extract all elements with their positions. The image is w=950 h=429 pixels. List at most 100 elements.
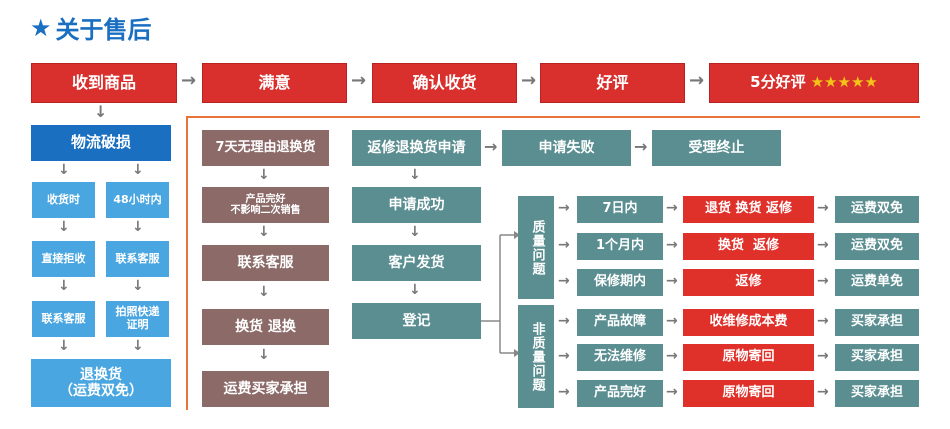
within-48h: 48小时内: [106, 182, 169, 218]
arrow-down-icon: ↓: [132, 338, 144, 354]
arrow-down-icon: ↓: [409, 167, 421, 183]
arrow-right-icon: →: [558, 273, 570, 289]
arrow-down-icon: ↓: [132, 219, 144, 235]
arrow-right-icon: →: [817, 200, 829, 216]
star-icon: ★: [30, 13, 52, 42]
on-receipt: 收货时: [32, 182, 95, 218]
arrow-right-icon: →: [666, 384, 678, 400]
free-one-way: 运费单免: [835, 269, 919, 296]
return-original: 原物寄回: [683, 344, 814, 371]
step-good-review: 好评: [540, 63, 685, 103]
step-satisfied: 满意: [202, 63, 347, 103]
arrow-right-icon: →: [666, 348, 678, 364]
arrow-down-icon: ↓: [58, 278, 70, 294]
title-row: ★ 关于售后: [30, 10, 152, 45]
step-received: 收到商品: [31, 63, 177, 103]
apply-failed: 申请失败: [502, 130, 631, 166]
arrow-right-icon: →: [666, 313, 678, 329]
arrow-down-icon: ↓: [58, 338, 70, 354]
arrow-down-icon: ↓: [258, 347, 270, 363]
arrow-right-icon: →: [484, 137, 498, 156]
divider-vertical: [186, 116, 188, 410]
contact-service: 联系客服: [32, 301, 95, 337]
star-icon: ★: [824, 73, 838, 92]
arrow-down-icon: ↓: [132, 278, 144, 294]
arrow-right-icon: →: [558, 384, 570, 400]
apply-success: 申请成功: [352, 187, 481, 223]
arrow-right-icon: →: [817, 273, 829, 289]
charge-repair-cost: 收维修成本费: [683, 309, 814, 336]
repair: 返修: [683, 269, 814, 296]
arrow-down-icon: ↓: [409, 282, 421, 298]
contact-service: 联系客服: [202, 245, 329, 281]
arrow-right-icon: →: [558, 313, 570, 329]
step-five-star: 5分好评 ★★★★★: [709, 63, 919, 103]
page-title: 关于售后: [55, 16, 152, 44]
register: 登记: [352, 303, 481, 339]
arrow-right-icon: →: [558, 348, 570, 364]
arrow-down-icon: ↓: [58, 162, 70, 178]
arrow-right-icon: →: [817, 313, 829, 329]
star-icon: ★: [864, 73, 878, 92]
arrow-down-icon: ↓: [258, 224, 270, 240]
unrepairable: 无法维修: [577, 344, 663, 371]
contact-service: 联系客服: [106, 241, 169, 277]
customer-ships: 客户发货: [352, 245, 481, 281]
arrow-right-icon: →: [666, 200, 678, 216]
refuse-directly: 直接拒收: [32, 241, 95, 277]
exchange-repair: 换货 返修: [683, 233, 814, 260]
result-line-1: 退换货: [80, 366, 122, 383]
buyer-pays-shipping: 运费买家承担: [202, 371, 329, 407]
product-malfunction: 产品故障: [577, 309, 663, 336]
free-both-ways: 运费双免: [835, 233, 919, 260]
product-intact: 产品完好: [577, 380, 663, 407]
non-quality-issue-label: 非质量问题: [518, 305, 554, 408]
buyer-bears: 买家承担: [835, 344, 919, 371]
within-warranty: 保修期内: [577, 269, 663, 296]
arrow-right-icon: →: [689, 70, 705, 91]
condition-line-2: 不影响二次销售: [230, 205, 301, 216]
exchange-return: 换货 退换: [202, 309, 329, 345]
arrow-right-icon: →: [558, 237, 570, 253]
within-1-month: 1个月内: [577, 233, 663, 260]
result-line-2: （运费双免）: [59, 383, 143, 399]
arrow-right-icon: →: [666, 237, 678, 253]
arrow-right-icon: →: [181, 70, 197, 91]
five-star-label: 5分好评: [750, 73, 806, 92]
return-exchange-result: 退换货 （运费双免）: [31, 359, 171, 407]
free-both-ways: 运费双免: [835, 196, 919, 223]
arrow-right-icon: →: [634, 137, 648, 156]
seven-day-return: 7天无理由退换货: [202, 130, 329, 166]
stars-rating: ★★★★★: [811, 74, 878, 91]
arrow-down-icon: ↓: [94, 102, 108, 121]
branch-bracket: [481, 231, 520, 357]
arrow-right-icon: →: [351, 70, 367, 91]
arrow-right-icon: →: [817, 237, 829, 253]
within-7-days: 7日内: [577, 196, 663, 223]
star-icon: ★: [810, 73, 825, 92]
step-confirm-receipt: 确认收货: [372, 63, 517, 103]
arrow-down-icon: ↓: [258, 167, 270, 183]
photo-courier-proof: 拍照快递证明: [106, 301, 169, 337]
arrow-down-icon: ↓: [409, 224, 421, 240]
arrow-right-icon: →: [558, 200, 570, 216]
return-exchange-repair: 退货 换货 返修: [683, 196, 814, 223]
divider-horizontal: [186, 116, 920, 118]
star-icon: ★: [837, 73, 851, 92]
processing-terminated: 受理终止: [652, 130, 781, 166]
arrow-down-icon: ↓: [58, 219, 70, 235]
quality-issue-label: 质量问题: [518, 196, 554, 299]
arrow-right-icon: →: [817, 348, 829, 364]
arrow-right-icon: →: [817, 384, 829, 400]
buyer-bears: 买家承担: [835, 380, 919, 407]
product-intact-condition: 产品完好 不影响二次销售: [202, 187, 329, 223]
arrow-down-icon: ↓: [258, 284, 270, 300]
repair-return-apply: 返修退换货申请: [352, 130, 481, 166]
star-icon: ★: [850, 73, 865, 92]
logistics-damage: 物流破损: [31, 125, 171, 161]
buyer-bears: 买家承担: [835, 309, 919, 336]
arrow-down-icon: ↓: [132, 162, 144, 178]
return-original: 原物寄回: [683, 380, 814, 407]
arrow-right-icon: →: [521, 70, 537, 91]
condition-line-1: 产品完好: [245, 193, 286, 205]
